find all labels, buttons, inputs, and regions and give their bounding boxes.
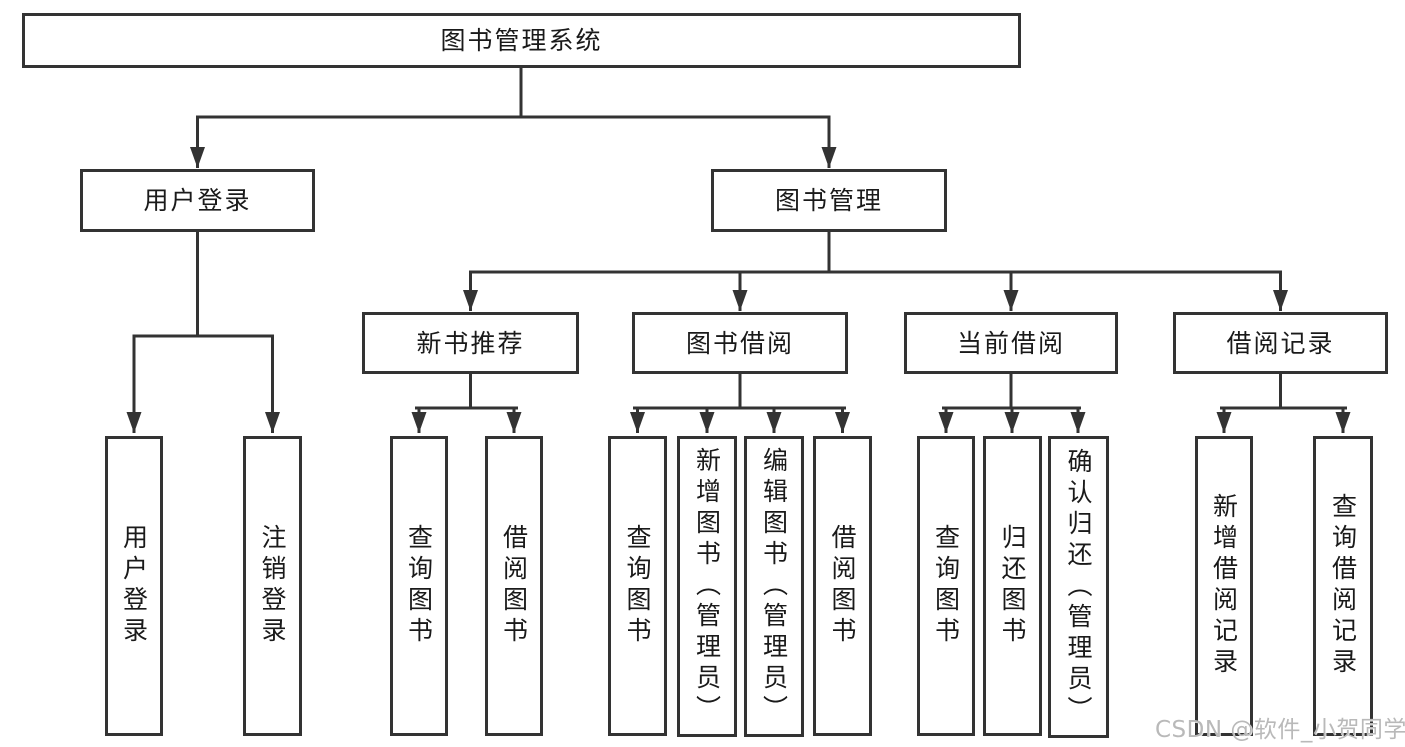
node-user-login: 用户登录 (80, 169, 315, 232)
node-new-book-recommend: 新书推荐 (362, 312, 579, 374)
watermark: CSDN @软件_小贺同学 (1155, 717, 1405, 743)
leaf-return-books: 归还图书 (983, 436, 1042, 736)
leaf-query-books-current: 查询图书 (917, 436, 975, 736)
node-book-management: 图书管理 (711, 169, 947, 232)
leaf-edit-books-admin: 编辑图书（管理员） (744, 436, 804, 737)
leaf-confirm-return-admin: 确认归还（管理员） (1048, 436, 1109, 738)
leaf-query-books-borrow: 查询图书 (608, 436, 667, 736)
node-book-borrow: 图书借阅 (632, 312, 848, 374)
node-borrow-records: 借阅记录 (1173, 312, 1388, 374)
node-current-borrow: 当前借阅 (904, 312, 1118, 374)
leaf-query-books-recommend: 查询图书 (390, 436, 448, 736)
leaf-borrow-books-recommend: 借阅图书 (485, 436, 543, 736)
leaf-query-borrow-record: 查询借阅记录 (1313, 436, 1373, 736)
leaf-user-login: 用户登录 (105, 436, 163, 736)
node-library-system: 图书管理系统 (22, 13, 1021, 68)
leaf-add-books-admin: 新增图书（管理员） (677, 436, 737, 737)
leaf-logout-login: 注销登录 (243, 436, 302, 736)
leaf-borrow-books-borrow: 借阅图书 (813, 436, 872, 736)
leaf-add-borrow-record: 新增借阅记录 (1195, 436, 1253, 736)
